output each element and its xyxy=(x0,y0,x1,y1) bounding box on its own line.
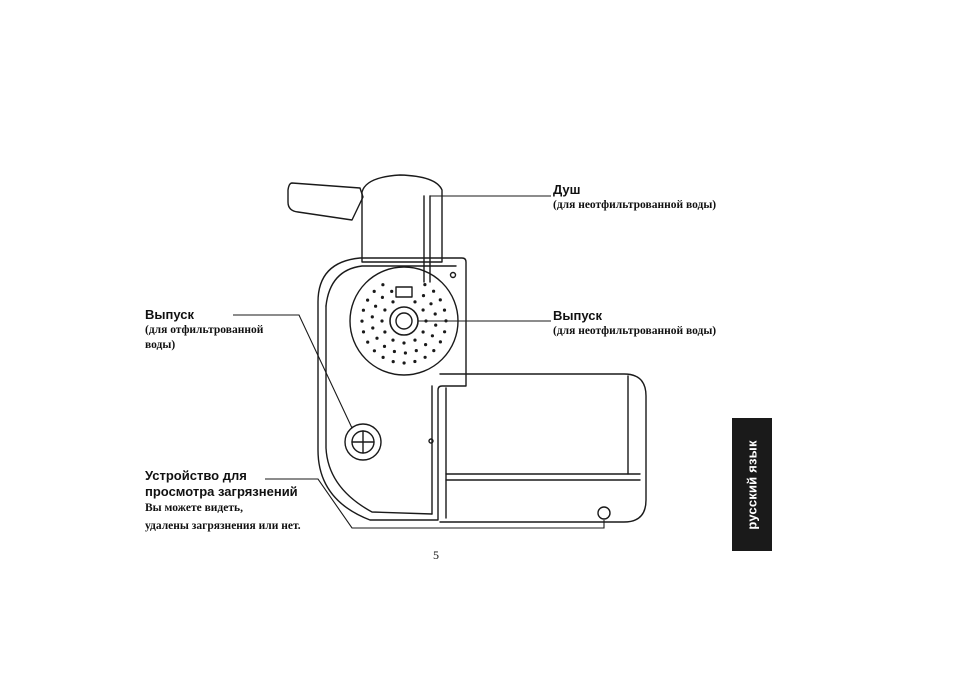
filter-cartridge xyxy=(440,374,646,522)
label-contamination-title1: Устройство для xyxy=(145,468,301,484)
shower-hole xyxy=(422,294,425,297)
shower-hole xyxy=(413,360,416,363)
label-contamination-title2: просмотра загрязнений xyxy=(145,484,301,500)
shower-hole xyxy=(391,300,394,303)
shower-hole xyxy=(439,298,442,301)
shower-hole xyxy=(443,309,446,312)
shower-hole xyxy=(432,290,435,293)
shower-hole xyxy=(432,349,435,352)
shower-hole xyxy=(362,309,365,312)
shower-hole xyxy=(374,305,377,308)
shower-hole xyxy=(392,360,395,363)
shower-hole xyxy=(443,330,446,333)
shower-hole xyxy=(366,299,369,302)
label-shower: Душ (для неотфильтрованной воды) xyxy=(553,182,716,213)
shower-hole xyxy=(371,315,374,318)
device-body xyxy=(318,258,466,520)
shower-hole xyxy=(415,349,418,352)
shower-hole xyxy=(439,340,442,343)
shower-hole xyxy=(371,326,374,329)
label-outlet-filtered-sub1: (для отфильтрованной xyxy=(145,323,263,338)
shower-hole xyxy=(434,324,437,327)
shower-hole xyxy=(383,308,386,311)
shower-hole xyxy=(381,296,384,299)
shower-hole xyxy=(422,308,425,311)
shower-hole xyxy=(424,343,427,346)
label-outlet-unfiltered-subtitle: (для неотфильтрованной воды) xyxy=(553,324,716,339)
shower-hole xyxy=(423,283,426,286)
shower-hole xyxy=(360,320,363,323)
shower-hole xyxy=(413,300,416,303)
shower-hole xyxy=(431,334,434,337)
shower-hole xyxy=(373,349,376,352)
label-outlet-filtered: Выпуск (для отфильтрованной воды) xyxy=(145,307,263,353)
lever-handle xyxy=(288,183,363,220)
shower-hole xyxy=(382,356,385,359)
shower-hole xyxy=(375,337,378,340)
shower-hole xyxy=(393,350,396,353)
shower-hole xyxy=(413,339,416,342)
shower-hole xyxy=(383,345,386,348)
shower-hole xyxy=(380,319,383,322)
shower-hole xyxy=(366,341,369,344)
shower-hole xyxy=(434,312,437,315)
shower-hole xyxy=(383,330,386,333)
shower-hole xyxy=(429,302,432,305)
shower-hole xyxy=(391,339,394,342)
language-side-tab-label: русский язык xyxy=(745,440,760,529)
label-outlet-filtered-title: Выпуск xyxy=(145,307,263,323)
label-shower-title: Душ xyxy=(553,182,716,198)
shower-hole xyxy=(381,283,384,286)
shower-hole xyxy=(422,330,425,333)
label-outlet-filtered-sub2: воды) xyxy=(145,338,263,353)
label-contamination-desc1: Вы можете видеть, xyxy=(145,501,301,516)
label-outlet-unfiltered-title: Выпуск xyxy=(553,308,716,324)
shower-hole xyxy=(390,290,393,293)
label-contamination-desc2: удалены загрязнения или нет. xyxy=(145,519,301,534)
shower-hole xyxy=(403,361,406,364)
shower-hole xyxy=(373,290,376,293)
label-shower-subtitle: (для неотфильтрованной воды) xyxy=(553,198,716,213)
shower-hole xyxy=(424,356,427,359)
shower-hole xyxy=(402,341,405,344)
shower-hole xyxy=(404,351,407,354)
shower-hole xyxy=(362,330,365,333)
language-side-tab: русский язык xyxy=(732,418,772,551)
label-outlet-unfiltered: Выпуск (для неотфильтрованной воды) xyxy=(553,308,716,339)
page-number: 5 xyxy=(433,548,439,563)
label-contamination-viewer: Устройство для просмотра загрязнений Вы … xyxy=(145,468,301,534)
shower-holes xyxy=(360,283,447,365)
contamination-window xyxy=(598,507,610,519)
